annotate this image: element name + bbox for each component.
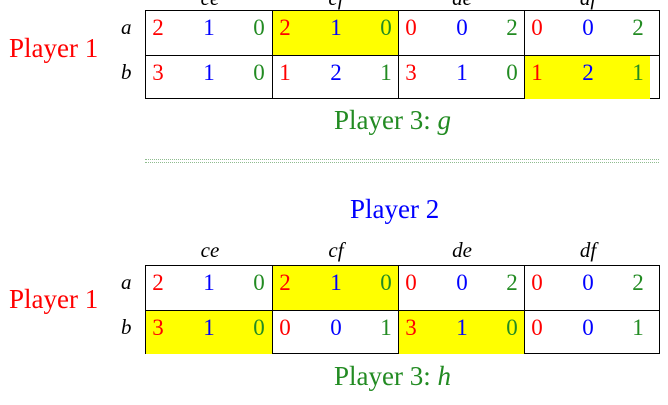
payoff-p3: 0 — [253, 59, 265, 85]
bottom-col-label-3: df — [579, 238, 597, 262]
payoff-p3: 0 — [380, 270, 392, 295]
bottom-cell-a-de: 0 0 2 — [398, 266, 524, 310]
top-row-label-a: a — [121, 15, 132, 39]
top-row-label-b: b — [121, 60, 132, 84]
payoff-p1: 0 — [405, 270, 417, 295]
top-player3-strategy: g — [437, 105, 451, 135]
bottom-row-label-b: b — [121, 315, 132, 339]
bottom-col-label-1: cf — [328, 238, 344, 262]
payoff-p2: 0 — [582, 15, 594, 40]
payoff-p3: 0 — [506, 314, 518, 340]
bottom-player2-label: Player 2 — [350, 194, 440, 224]
payoff-p1: 0 — [405, 15, 417, 40]
bottom-payoff-matrix: 2 1 0 2 1 0 0 0 2 0 0 2 3 1 — [145, 265, 660, 354]
payoff-p3: 1 — [380, 59, 392, 85]
payoff-p2: 1 — [203, 15, 215, 40]
top-cell-a-cf: 2 1 0 — [272, 11, 398, 55]
payoff-p3: 0 — [380, 15, 392, 40]
payoff-p1: 3 — [152, 59, 164, 85]
payoff-p1: 1 — [279, 59, 291, 85]
top-cell-a-ce: 2 1 0 — [146, 11, 272, 55]
top-cell-a-de: 0 0 2 — [398, 11, 524, 55]
top-cell-b-ce: 3 1 0 — [146, 56, 272, 100]
top-cell-b-df: 1 2 1 — [524, 55, 650, 99]
payoff-p2: 0 — [582, 314, 594, 340]
bottom-player3-label: Player 3: h — [334, 361, 451, 391]
payoff-p1: 2 — [152, 15, 164, 40]
bottom-col-label-2: de — [452, 238, 472, 262]
payoff-p1: 1 — [531, 59, 543, 85]
bottom-col-label-0: ce — [200, 238, 220, 262]
top-row-a: 2 1 0 2 1 0 0 0 2 0 0 2 — [146, 11, 659, 55]
bottom-cell-b-ce: 3 1 0 — [146, 310, 272, 354]
payoff-p3: 0 — [253, 314, 265, 340]
payoff-p3: 1 — [632, 314, 644, 340]
top-col-label-3: df — [525, 0, 651, 11]
payoff-p3: 2 — [506, 15, 518, 40]
top-col-label-1: cf — [273, 0, 399, 11]
payoff-p1: 0 — [531, 15, 543, 40]
top-player3-label: Player 3: g — [334, 105, 451, 135]
dotted-divider — [145, 159, 659, 163]
payoff-p3: 1 — [380, 314, 392, 340]
payoff-p1: 2 — [279, 15, 291, 40]
payoff-p1: 2 — [279, 270, 291, 295]
payoff-p1: 3 — [152, 314, 164, 340]
payoff-p2: 1 — [203, 314, 215, 340]
payoff-p2: 2 — [330, 59, 342, 85]
bottom-row-a: 2 1 0 2 1 0 0 0 2 0 0 2 — [146, 266, 659, 310]
bottom-player3-strategy: h — [437, 361, 451, 391]
payoff-p3: 2 — [632, 15, 644, 40]
bottom-row-b: 3 1 0 0 0 1 3 1 0 0 0 1 — [146, 309, 659, 354]
payoff-p3: 0 — [253, 15, 265, 40]
bottom-cell-a-df: 0 0 2 — [524, 266, 650, 310]
payoff-p2: 0 — [330, 314, 342, 340]
payoff-p1: 0 — [531, 270, 543, 295]
payoff-p2: 1 — [456, 314, 468, 340]
top-col-label-2: de — [399, 0, 525, 11]
payoff-p3: 0 — [253, 270, 265, 295]
bottom-cell-a-ce: 2 1 0 — [146, 266, 272, 310]
bottom-cell-b-de: 3 1 0 — [398, 310, 524, 354]
payoff-p2: 1 — [456, 59, 468, 85]
top-col-label-0: ce — [147, 0, 273, 11]
top-payoff-matrix: 2 1 0 2 1 0 0 0 2 0 0 2 3 1 — [145, 10, 660, 99]
payoff-p2: 2 — [582, 59, 594, 85]
top-player1-label: Player 1 — [9, 33, 99, 63]
payoff-p1: 3 — [405, 314, 417, 340]
bottom-cell-b-cf: 0 0 1 — [272, 310, 398, 354]
bottom-row-label-a: a — [121, 270, 132, 294]
payoff-p2: 1 — [203, 59, 215, 85]
payoff-p3: 1 — [632, 59, 644, 85]
payoff-p3: 2 — [506, 270, 518, 295]
payoff-p2: 0 — [456, 270, 468, 295]
bottom-cell-a-cf: 2 1 0 — [272, 266, 398, 310]
payoff-p1: 0 — [531, 314, 543, 340]
payoff-p2: 0 — [582, 270, 594, 295]
payoff-p1: 3 — [405, 59, 417, 85]
payoff-p2: 1 — [203, 270, 215, 295]
top-cell-a-df: 0 0 2 — [524, 11, 650, 55]
payoff-p2: 1 — [330, 15, 342, 40]
top-row-b: 3 1 0 1 2 1 3 1 0 1 2 1 — [146, 54, 659, 100]
payoff-p2: 1 — [330, 270, 342, 295]
payoff-p3: 0 — [506, 59, 518, 85]
bottom-player1-label: Player 1 — [9, 284, 99, 314]
top-cell-b-de: 3 1 0 — [398, 55, 524, 99]
payoff-p1: 2 — [152, 270, 164, 295]
payoff-p1: 0 — [279, 314, 291, 340]
top-cell-b-cf: 1 2 1 — [272, 55, 398, 99]
bottom-cell-b-df: 0 0 1 — [524, 310, 650, 354]
payoff-p3: 2 — [632, 270, 644, 295]
payoff-p2: 0 — [456, 15, 468, 40]
